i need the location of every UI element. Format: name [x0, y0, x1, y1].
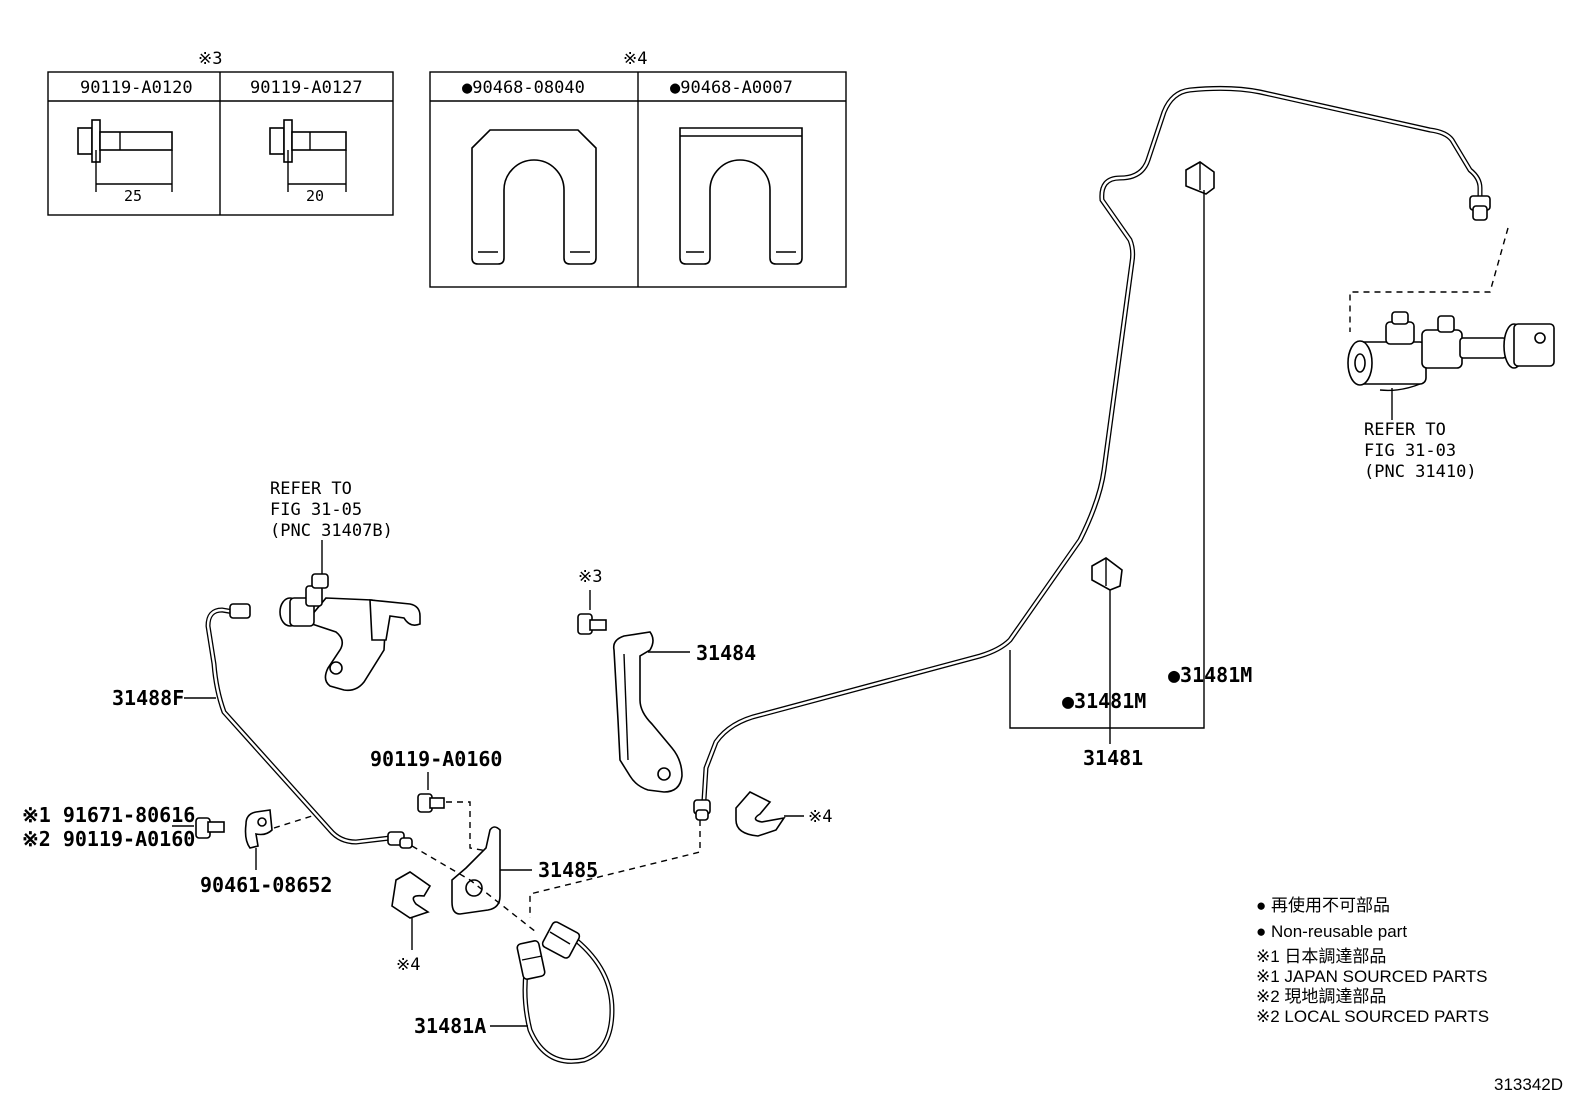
figure-code: 313342D [1494, 1075, 1563, 1094]
bolt-90119-A0127-icon: 20 [269, 119, 347, 205]
clutch-tube-31488F[interactable] [205, 603, 413, 849]
legend-line-3: ※1 日本調達部品 [1256, 947, 1386, 966]
clamp-31481M-upper[interactable] [1185, 161, 1215, 195]
refer-left-line3: (PNC 31407B) [270, 521, 393, 541]
part-90119-A0127[interactable]: 90119-A0127 [250, 78, 363, 98]
clip-reference-box: ※4 ●90468-08040 ●90468-A0007 [429, 49, 847, 288]
label-clip-right: ※4 [808, 807, 832, 827]
bracket-31485[interactable] [451, 826, 501, 915]
bolt-91671-80616-icon [195, 817, 225, 839]
label-31481M-lower[interactable]: ●31481M [1062, 689, 1146, 713]
legend-line-6: ※2 LOCAL SOURCED PARTS [1256, 1007, 1489, 1026]
clip-90468-08040-icon [471, 129, 597, 265]
bracket-90461-08652[interactable] [244, 809, 273, 849]
legend-line-1: ● 再使用不可部品 [1256, 895, 1390, 915]
clip-90468-A0007-icon [679, 127, 803, 265]
dim-25: 25 [124, 187, 142, 205]
master-cylinder-icon [1347, 227, 1555, 392]
label-31488F[interactable]: 31488F [112, 686, 184, 710]
legend: ● 再使用不可部品 ● Non-reusable part ※1 日本調達部品 … [1256, 895, 1489, 1026]
bracket-31484[interactable] [612, 631, 683, 793]
label-90119-A0160[interactable]: 90119-A0160 [370, 747, 502, 771]
refer-right-line1: REFER TO [1364, 420, 1446, 440]
release-fitting-icon [279, 573, 421, 692]
clutch-tube-31481[interactable] [693, 85, 1491, 821]
box3-mark: ※3 [198, 49, 222, 69]
flexible-hose-31481A[interactable] [516, 921, 615, 1064]
refer-right-line2: FIG 31-03 [1364, 441, 1456, 461]
label-31485[interactable]: 31485 [538, 858, 598, 882]
bolt-31484-icon [577, 613, 607, 635]
clip-left-icon[interactable] [391, 871, 432, 919]
part-90119-A0120[interactable]: 90119-A0120 [80, 78, 193, 98]
bolt-reference-box: ※3 90119-A0120 90119-A0127 25 20 [47, 49, 394, 216]
label-90119-A0160-local[interactable]: ※2 90119-A0160 [22, 827, 195, 851]
label-31481M-upper[interactable]: ●31481M [1168, 663, 1252, 687]
refer-left-line1: REFER TO [270, 479, 352, 499]
label-31481A[interactable]: 31481A [414, 1014, 486, 1038]
bolt-90119-A0160-icon [417, 793, 445, 813]
legend-line-5: ※2 現地調達部品 [1256, 987, 1386, 1006]
refer-left-line2: FIG 31-05 [270, 500, 362, 520]
refer-right-line3: (PNC 31410) [1364, 462, 1477, 482]
bolt-90119-A0120-icon: 25 [77, 119, 173, 205]
label-clip-left: ※4 [396, 955, 420, 975]
legend-line-4: ※1 JAPAN SOURCED PARTS [1256, 967, 1488, 986]
part-90468-A0007[interactable]: ●90468-A0007 [670, 78, 793, 98]
part-90468-08040[interactable]: ●90468-08040 [462, 78, 585, 98]
label-31481[interactable]: 31481 [1083, 746, 1143, 770]
label-31484-bolt-mark: ※3 [578, 567, 602, 587]
box4-mark: ※4 [623, 49, 647, 69]
label-31484[interactable]: 31484 [696, 641, 756, 665]
label-91671-80616[interactable]: ※1 91671-80616 [22, 803, 195, 827]
dim-20: 20 [306, 187, 324, 205]
legend-line-2: ● Non-reusable part [1256, 922, 1407, 941]
clip-right-icon[interactable] [735, 791, 786, 837]
label-90461-08652[interactable]: 90461-08652 [200, 873, 332, 897]
clamp-31481M-lower[interactable] [1091, 557, 1123, 591]
